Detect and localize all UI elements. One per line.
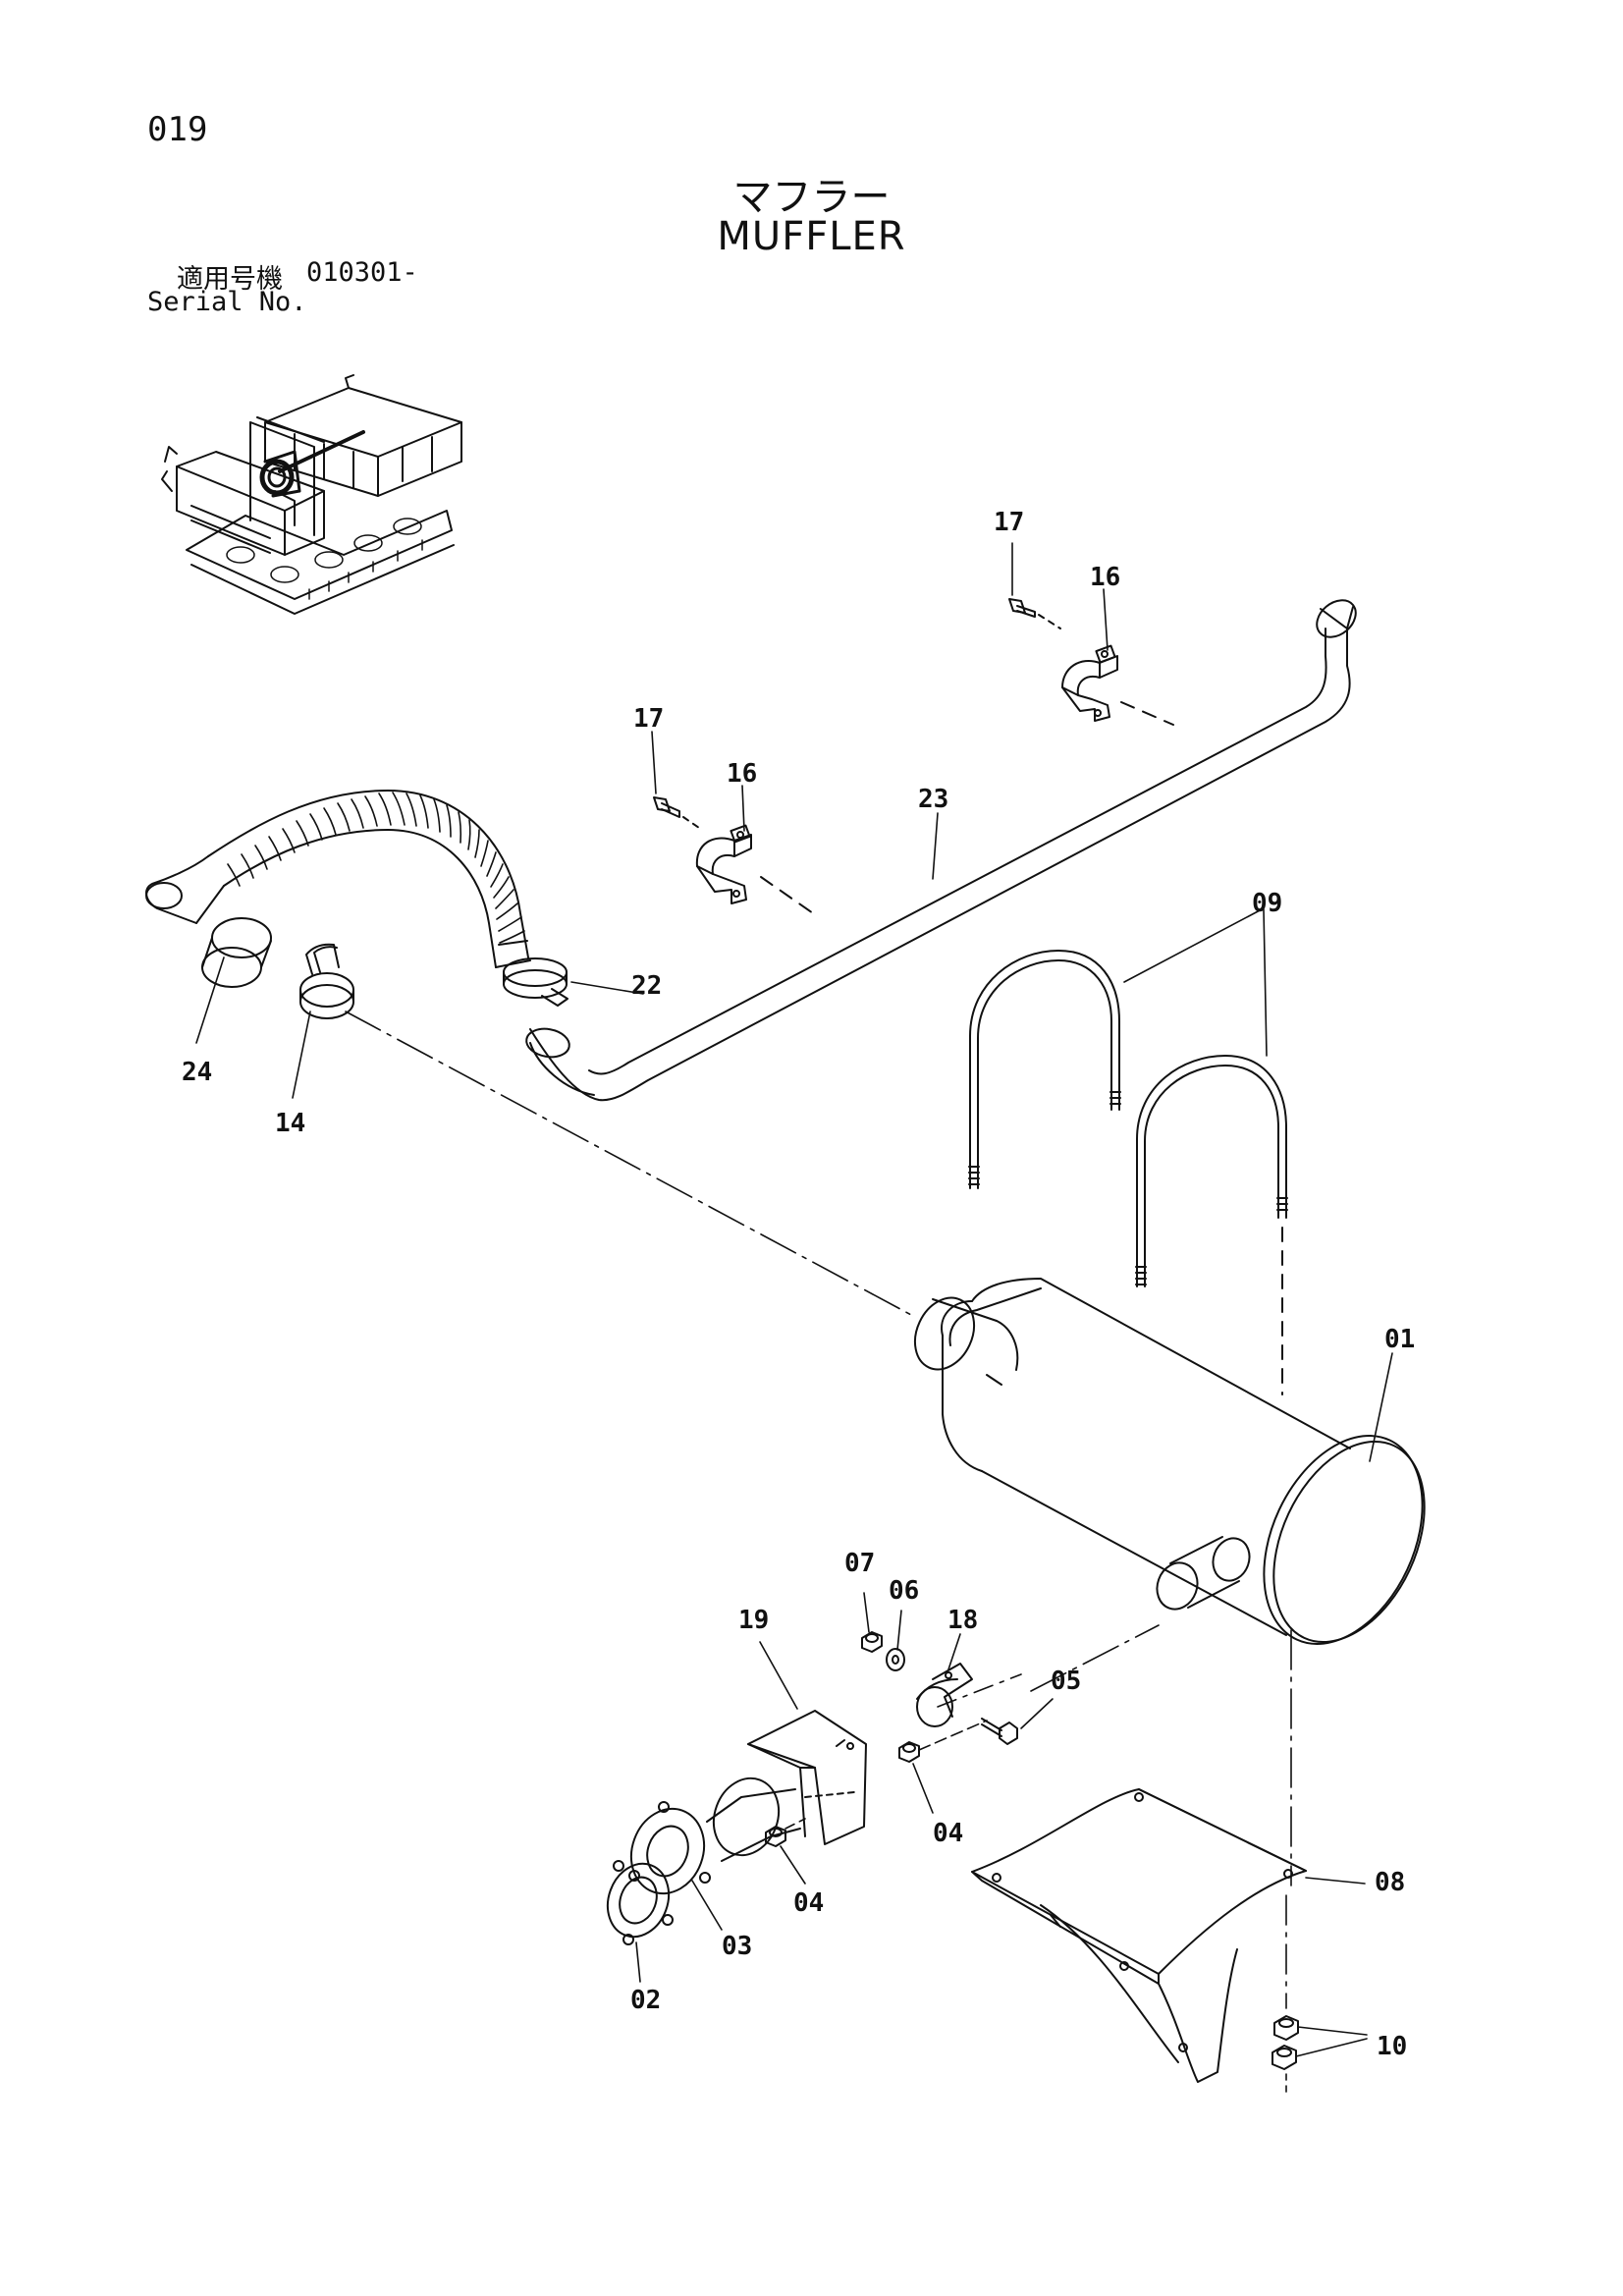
part-05-bolt: [981, 1718, 1018, 1745]
part-17-bolt-middle: [653, 796, 703, 831]
machine-thumbnail: [161, 374, 462, 615]
callout-18: 18: [947, 1606, 978, 1635]
leader-lines: [195, 542, 1393, 2057]
callout-04-upper: 04: [933, 1819, 963, 1848]
part-09-ubolt-rear: [968, 950, 1121, 1189]
callout-01: 01: [1384, 1325, 1415, 1354]
callout-19: 19: [738, 1606, 769, 1635]
part-08-bracket: [971, 1788, 1307, 2083]
part-22-clamp: [503, 957, 568, 1007]
part-24-elbow: [201, 917, 272, 988]
callout-10: 10: [1377, 2032, 1407, 2061]
part-16-bracket-upper: [1061, 644, 1174, 726]
title-japanese: マフラー: [732, 175, 891, 220]
callout-17-middle: 17: [633, 704, 664, 734]
callout-06: 06: [889, 1576, 919, 1606]
part-14-clamp: [299, 943, 354, 1019]
serial-label-japanese: 適用号機: [177, 264, 283, 295]
alignment-lines: [345, 1011, 1292, 2093]
part-06-washer: [886, 1648, 905, 1671]
callout-07: 07: [844, 1549, 875, 1578]
part-17-bolt-upper: [1008, 598, 1061, 629]
part-09-ubolt-front: [1135, 1055, 1288, 1395]
serial-number-value: 010301-: [306, 257, 418, 288]
part-03-pipe-flange: [628, 1777, 801, 1895]
callout-23: 23: [918, 785, 948, 814]
callout-14: 14: [275, 1109, 305, 1138]
callout-09: 09: [1252, 889, 1282, 918]
part-07-nut: [861, 1631, 883, 1653]
part-04-nut-lower: [765, 1826, 786, 1847]
serial-label-english: Serial No.: [147, 287, 307, 317]
callout-22: 22: [631, 971, 662, 1001]
part-18-clamp: [916, 1663, 973, 1727]
callout-16-upper: 16: [1090, 563, 1120, 592]
callout-04-lower: 04: [793, 1888, 824, 1918]
callout-08: 08: [1375, 1868, 1405, 1897]
title-english: MUFFLER: [717, 214, 906, 259]
part-10-nuts: [1271, 2015, 1299, 2070]
callout-17-upper: 17: [994, 508, 1024, 537]
callout-02: 02: [630, 1986, 661, 2015]
page-number: 019: [147, 110, 208, 149]
part-16-bracket-middle: [695, 824, 814, 914]
callout-05: 05: [1051, 1667, 1081, 1696]
part-04-nut-upper: [898, 1741, 920, 1763]
callout-03: 03: [722, 1932, 752, 1961]
callout-24: 24: [182, 1058, 212, 1087]
flex-hose-24: [145, 790, 531, 968]
part-19-cover: [747, 1710, 867, 1845]
part-02-gasket: [606, 1860, 674, 1945]
part-23-exhaust-pipe: [525, 599, 1357, 1102]
callout-16-middle: 16: [727, 759, 757, 789]
part-01-muffler: [913, 1278, 1426, 1645]
